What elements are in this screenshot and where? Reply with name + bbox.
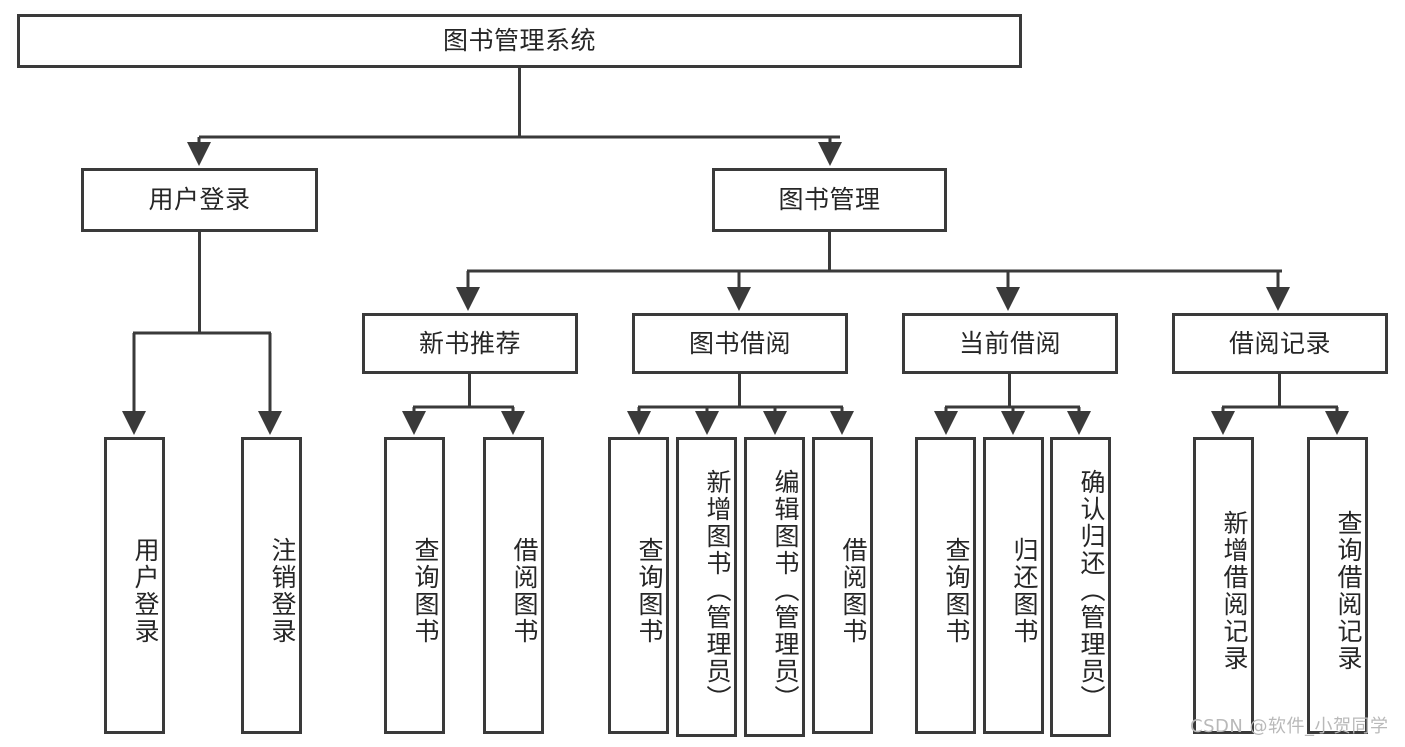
node-new-book-rec[interactable]: 新书推荐 bbox=[362, 313, 578, 374]
node-borrow-record[interactable]: 借阅记录 bbox=[1172, 313, 1388, 374]
node-leaf-return-book[interactable]: 归还图书 bbox=[983, 437, 1044, 734]
watermark-text: CSDN @软件_小贺同学 bbox=[1190, 716, 1389, 737]
node-leaf-borrow-book-1[interactable]: 借阅图书 bbox=[483, 437, 544, 734]
node-leaf-borrow-book-2-label: 借阅图书 bbox=[839, 536, 868, 645]
node-leaf-query-book-3-label: 查询图书 bbox=[942, 536, 971, 645]
node-leaf-user-login[interactable]: 用户登录 bbox=[104, 437, 165, 734]
node-root[interactable]: 图书管理系统 bbox=[17, 14, 1022, 68]
node-leaf-query-book-3[interactable]: 查询图书 bbox=[915, 437, 976, 734]
node-leaf-add-book[interactable]: 新增图书（管理员） bbox=[676, 437, 737, 737]
node-leaf-confirm-return[interactable]: 确认归还（管理员） bbox=[1050, 437, 1111, 737]
node-leaf-add-record-label: 新增借阅记录 bbox=[1220, 509, 1249, 672]
node-leaf-edit-book-label: 编辑图书（管理员） bbox=[771, 468, 800, 712]
node-leaf-query-record-label: 查询借阅记录 bbox=[1334, 509, 1363, 672]
node-current-borrow[interactable]: 当前借阅 bbox=[902, 313, 1118, 374]
node-root-label: 图书管理系统 bbox=[442, 26, 596, 56]
node-leaf-query-book-2[interactable]: 查询图书 bbox=[608, 437, 669, 734]
node-leaf-add-record[interactable]: 新增借阅记录 bbox=[1193, 437, 1254, 734]
node-leaf-logout-label: 注销登录 bbox=[268, 536, 297, 645]
node-leaf-return-book-label: 归还图书 bbox=[1010, 536, 1039, 645]
node-leaf-edit-book[interactable]: 编辑图书（管理员） bbox=[744, 437, 805, 737]
node-new-book-rec-label: 新书推荐 bbox=[418, 328, 521, 358]
node-leaf-user-login-label: 用户登录 bbox=[131, 536, 160, 645]
node-user-login-label: 用户登录 bbox=[148, 185, 251, 215]
node-leaf-query-book-1[interactable]: 查询图书 bbox=[384, 437, 445, 734]
node-borrow-record-label: 借阅记录 bbox=[1228, 328, 1331, 358]
node-book-manage-label: 图书管理 bbox=[778, 185, 881, 215]
node-leaf-borrow-book-2[interactable]: 借阅图书 bbox=[812, 437, 873, 734]
node-leaf-borrow-book-1-label: 借阅图书 bbox=[510, 536, 539, 645]
node-leaf-logout[interactable]: 注销登录 bbox=[241, 437, 302, 734]
node-current-borrow-label: 当前借阅 bbox=[958, 328, 1061, 358]
node-book-borrow[interactable]: 图书借阅 bbox=[632, 313, 848, 374]
node-leaf-add-book-label: 新增图书（管理员） bbox=[703, 468, 732, 712]
node-leaf-confirm-return-label: 确认归还（管理员） bbox=[1077, 468, 1106, 712]
node-book-borrow-label: 图书借阅 bbox=[688, 328, 791, 358]
node-user-login[interactable]: 用户登录 bbox=[81, 168, 318, 232]
node-leaf-query-record[interactable]: 查询借阅记录 bbox=[1307, 437, 1368, 734]
node-book-manage[interactable]: 图书管理 bbox=[712, 168, 947, 232]
node-leaf-query-book-2-label: 查询图书 bbox=[635, 536, 664, 645]
node-leaf-query-book-1-label: 查询图书 bbox=[411, 536, 440, 645]
